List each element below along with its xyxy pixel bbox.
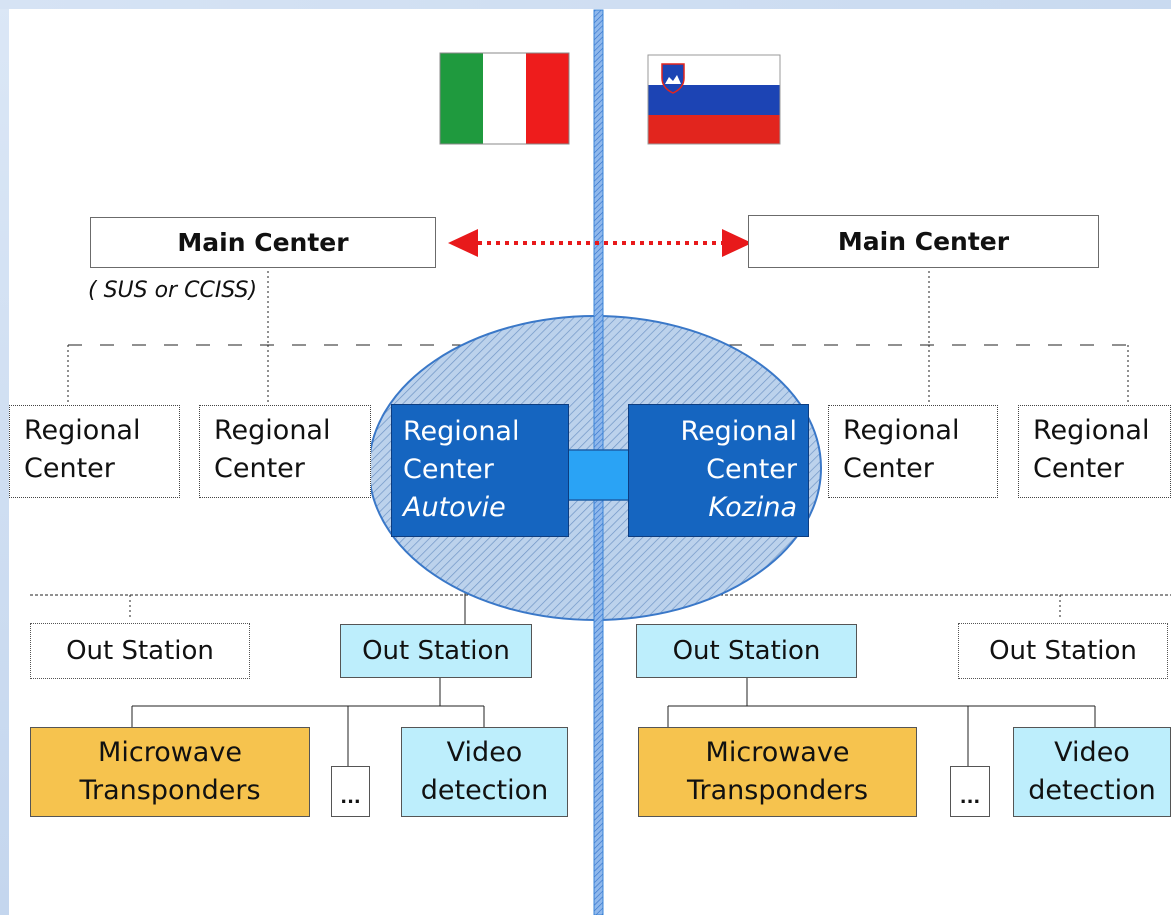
out-station-4: Out Station bbox=[958, 623, 1168, 679]
regional-center-3-line1: Regional bbox=[843, 415, 960, 446]
regional-center-3-line2: Center bbox=[843, 453, 934, 484]
kozina-line3: Kozina bbox=[708, 492, 797, 523]
microwave-right-line2: Transponders bbox=[686, 775, 869, 806]
video-right-line1: Video bbox=[1054, 737, 1130, 768]
microwave-left-line1: Microwave bbox=[98, 737, 242, 768]
ellipsis-left: ... bbox=[340, 787, 361, 808]
regional-center-2-line2: Center bbox=[214, 453, 305, 484]
microwave-transponders-right: Microwave Transponders bbox=[638, 727, 917, 817]
out-station-3: Out Station bbox=[636, 624, 857, 678]
autovie-line2: Center bbox=[403, 454, 494, 485]
regional-center-2: Regional Center bbox=[199, 405, 371, 498]
more-devices-left: ... bbox=[331, 766, 370, 817]
main-center-link-arrow bbox=[448, 229, 752, 257]
regional-center-3: Regional Center bbox=[828, 405, 998, 498]
microwave-right-line1: Microwave bbox=[705, 737, 850, 768]
video-detection-left: Video detection bbox=[401, 727, 568, 817]
video-right-line2: detection bbox=[1028, 775, 1156, 806]
out-station-3-label: Out Station bbox=[672, 636, 821, 666]
slovenia-flag bbox=[647, 54, 781, 145]
out-station-1: Out Station bbox=[30, 623, 250, 679]
main-center-italy: Main Center bbox=[90, 217, 436, 268]
regional-center-4: Regional Center bbox=[1018, 405, 1171, 498]
out-station-4-label: Out Station bbox=[989, 636, 1137, 666]
microwave-left-line2: Transponders bbox=[79, 775, 261, 806]
italy-flag bbox=[439, 52, 570, 145]
main-center-note: ( SUS or CCISS) bbox=[88, 278, 258, 303]
video-detection-right: Video detection bbox=[1013, 727, 1171, 817]
main-center-slovenia-label: Main Center bbox=[837, 227, 1010, 256]
microwave-transponders-left: Microwave Transponders bbox=[30, 727, 310, 817]
regional-center-4-line1: Regional bbox=[1033, 415, 1150, 446]
regional-center-1: Regional Center bbox=[9, 405, 180, 498]
frame-top-border bbox=[0, 0, 1171, 9]
ellipsis-right: ... bbox=[959, 787, 981, 808]
out-station-2: Out Station bbox=[340, 624, 532, 678]
regional-center-2-line1: Regional bbox=[214, 415, 331, 446]
video-left-line2: detection bbox=[420, 775, 549, 806]
kozina-line2: Center bbox=[706, 454, 797, 485]
autovie-line1: Regional bbox=[403, 416, 520, 447]
regional-center-1-line2: Center bbox=[24, 453, 115, 484]
out-station-2-label: Out Station bbox=[362, 636, 510, 666]
out-station-1-label: Out Station bbox=[66, 636, 214, 666]
main-center-italy-label: Main Center bbox=[177, 228, 349, 257]
regional-center-4-line2: Center bbox=[1033, 453, 1124, 484]
frame-left-border bbox=[0, 0, 9, 915]
regional-center-kozina: Regional Center Kozina bbox=[628, 404, 809, 537]
video-left-line1: Video bbox=[446, 737, 523, 768]
regional-center-1-line1: Regional bbox=[24, 415, 141, 446]
main-center-slovenia: Main Center bbox=[748, 215, 1099, 268]
autovie-line3: Autovie bbox=[403, 492, 506, 523]
more-devices-right: ... bbox=[950, 766, 990, 817]
regional-center-autovie: Regional Center Autovie bbox=[391, 404, 569, 537]
kozina-line1: Regional bbox=[680, 416, 797, 447]
